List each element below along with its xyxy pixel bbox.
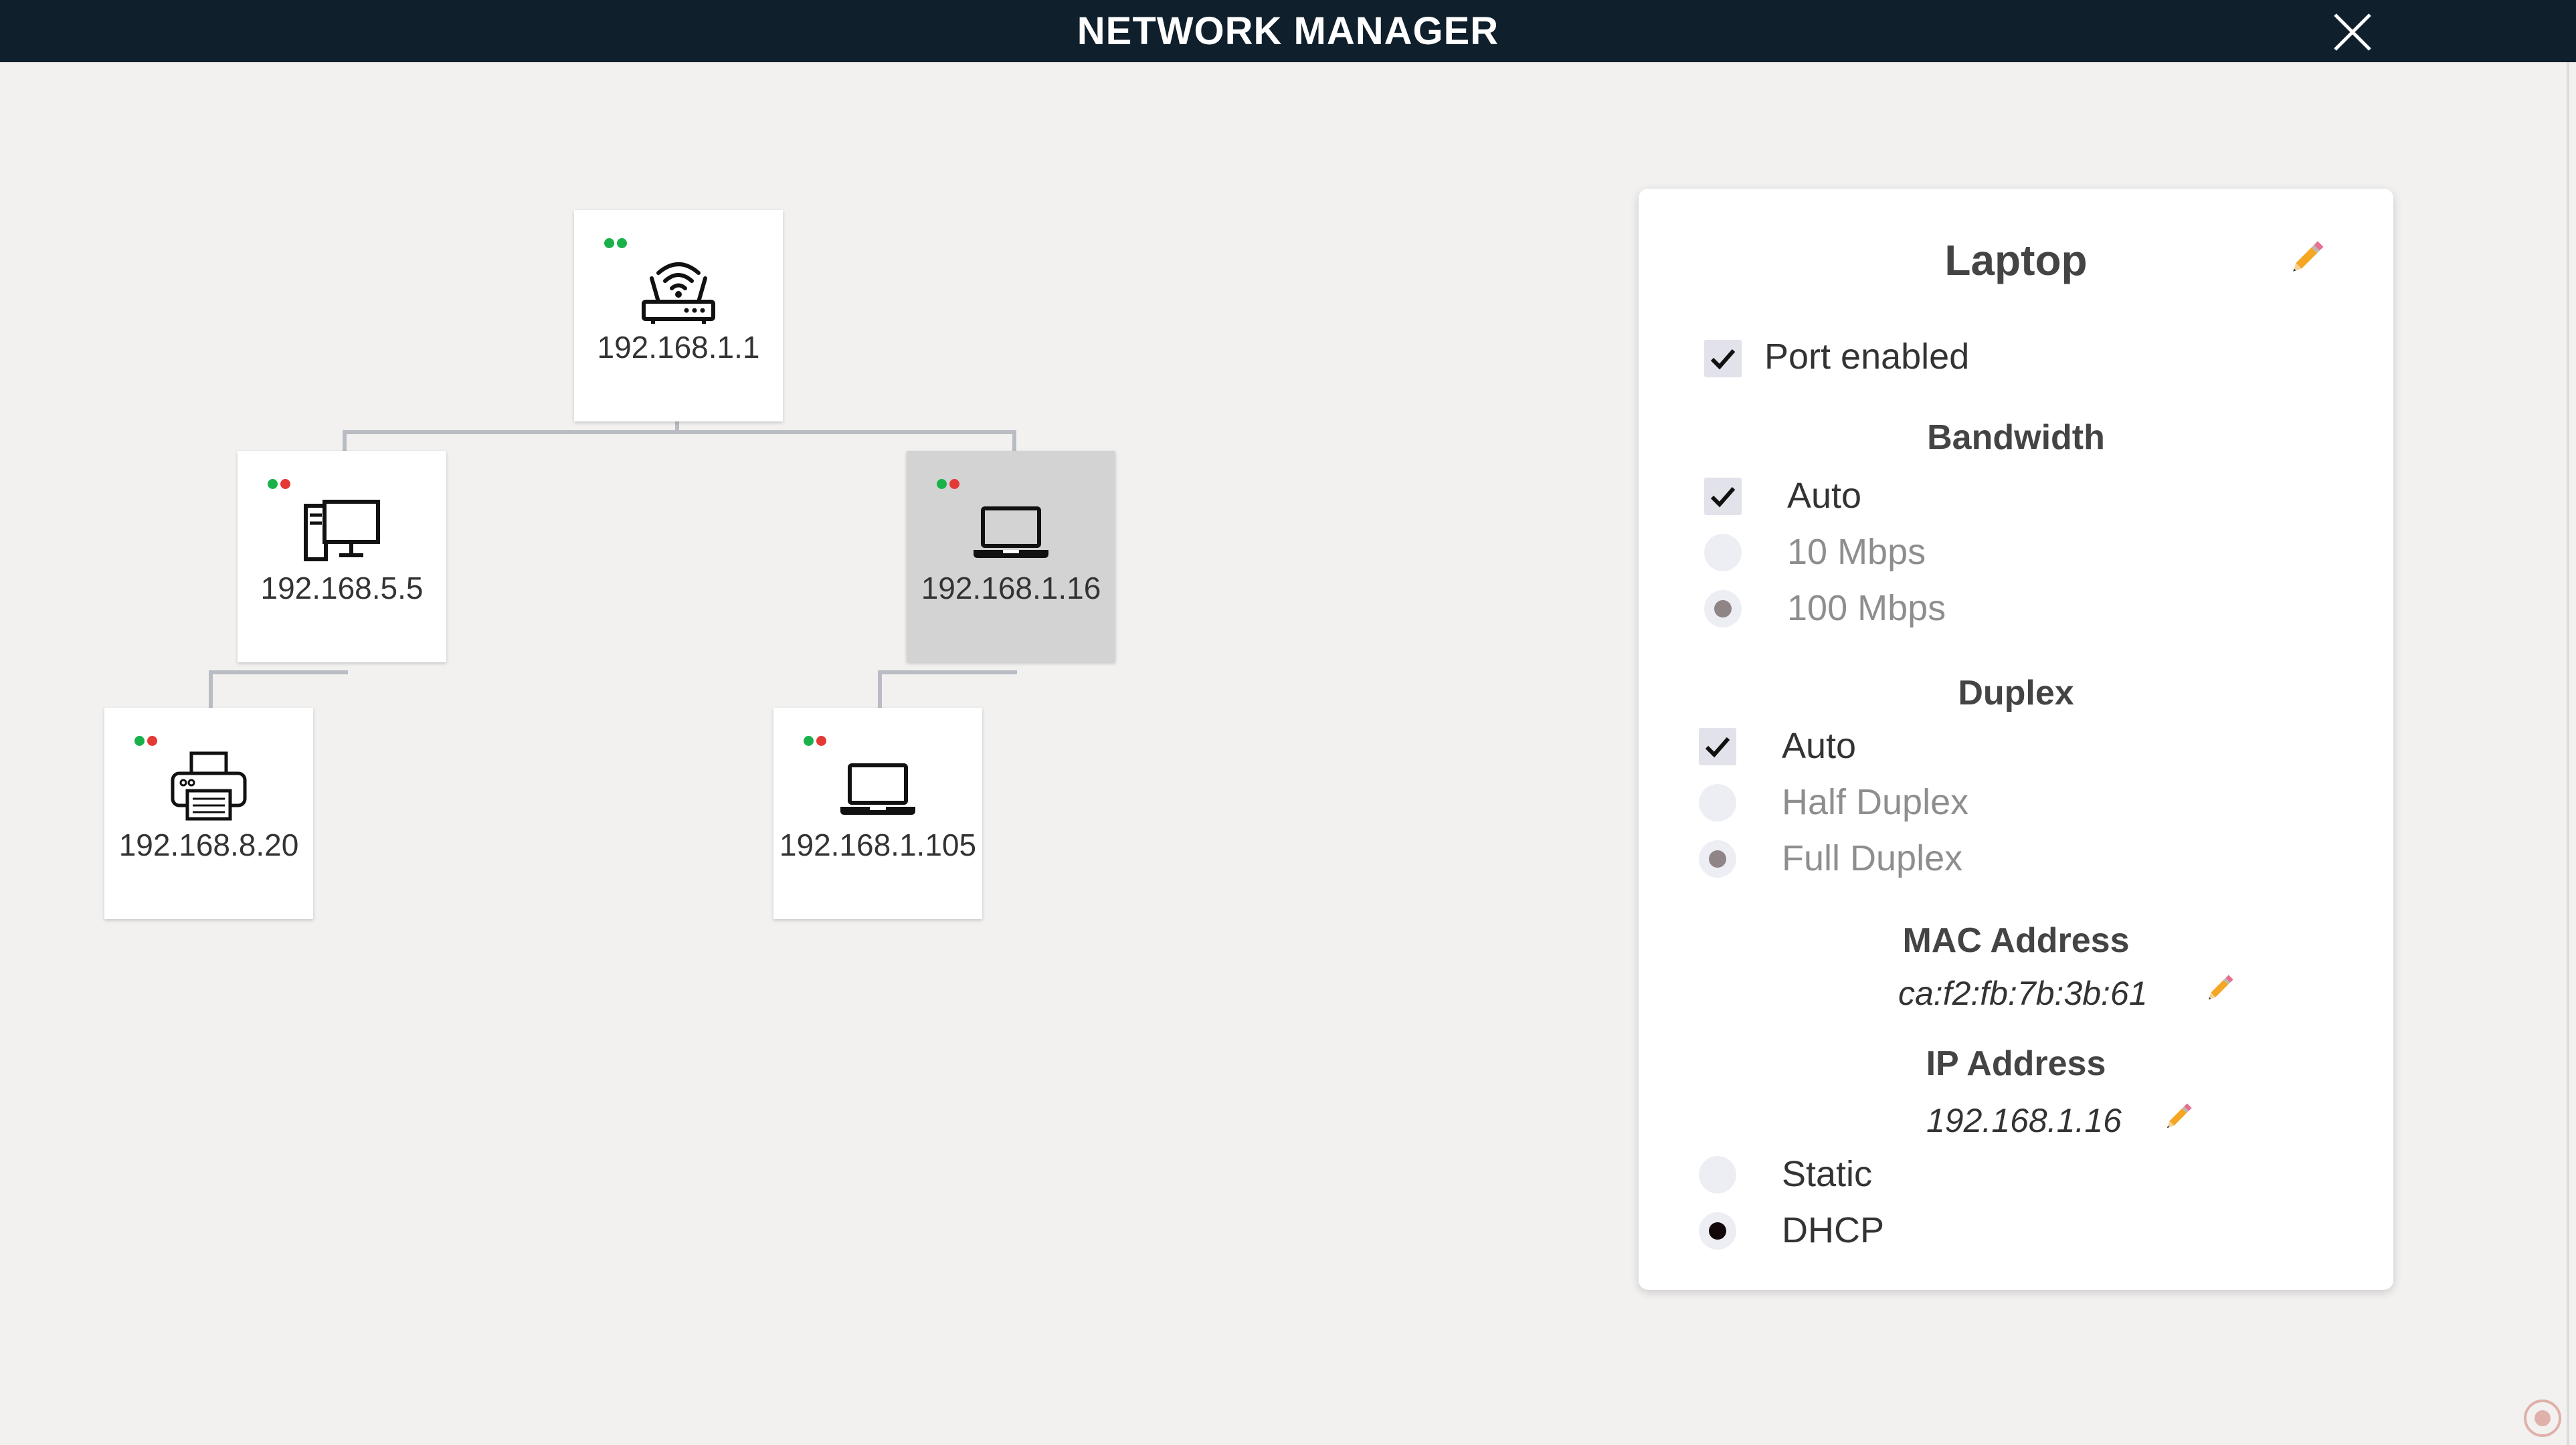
node-ip-label: 192.168.5.5 bbox=[260, 571, 424, 605]
half-duplex-label: Half Duplex bbox=[1782, 782, 1969, 822]
tree-connector bbox=[209, 670, 348, 674]
checkmark-icon bbox=[1705, 737, 1730, 758]
pencil-icon bbox=[2293, 241, 2324, 272]
ip-address-heading: IP Address bbox=[1926, 1044, 2106, 1083]
status-indicator bbox=[134, 736, 160, 747]
node-ip-label: 192.168.1.1 bbox=[597, 330, 760, 365]
pencil-icon bbox=[2167, 1103, 2192, 1129]
status-indicator bbox=[604, 238, 630, 249]
tree-connector bbox=[878, 670, 882, 708]
node-ip-label: 192.168.1.16 bbox=[921, 571, 1101, 605]
duplex-heading: Duplex bbox=[1958, 674, 2074, 712]
desktop-computer-icon bbox=[304, 500, 380, 561]
window-title: NETWORK MANAGER bbox=[1077, 9, 1499, 53]
edit-name-button[interactable] bbox=[2285, 237, 2328, 280]
tree-connector bbox=[343, 430, 347, 451]
node-ip-label: 192.168.1.105 bbox=[779, 828, 977, 862]
half-duplex-radio[interactable] bbox=[1699, 784, 1736, 822]
ip-dhcp-radio[interactable] bbox=[1699, 1212, 1736, 1250]
network-node-desktop[interactable]: 192.168.5.5 bbox=[238, 451, 446, 662]
network-node-laptop[interactable]: 192.168.1.16 bbox=[907, 451, 1115, 662]
tree-connector bbox=[878, 670, 1017, 674]
radio-dot bbox=[1714, 600, 1732, 617]
printer-icon bbox=[171, 751, 247, 821]
bandwidth-100-radio[interactable] bbox=[1704, 590, 1742, 628]
node-ip-label: 192.168.8.20 bbox=[118, 828, 299, 862]
full-duplex-label: Full Duplex bbox=[1782, 838, 1963, 878]
status-indicator bbox=[268, 479, 293, 490]
duplex-auto-checkbox[interactable] bbox=[1699, 728, 1736, 765]
edit-mac-button[interactable] bbox=[2202, 971, 2237, 1006]
radio-dot bbox=[1709, 1222, 1726, 1240]
edit-ip-button[interactable] bbox=[2160, 1100, 2195, 1135]
network-node-router[interactable]: 192.168.1.1 bbox=[574, 210, 783, 421]
title-bar: NETWORK MANAGER bbox=[0, 0, 2576, 62]
port-enabled-label: Port enabled bbox=[1764, 336, 1970, 377]
bandwidth-auto-checkbox[interactable] bbox=[1704, 478, 1742, 515]
panel-title: Laptop bbox=[1944, 236, 2088, 284]
network-node-laptop-2[interactable]: 192.168.1.105 bbox=[773, 708, 982, 919]
window-edge bbox=[2567, 62, 2569, 1445]
bandwidth-heading: Bandwidth bbox=[1927, 418, 2105, 457]
close-button[interactable] bbox=[2332, 12, 2373, 52]
radio-dot bbox=[1709, 850, 1726, 868]
wifi-router-icon bbox=[642, 262, 715, 324]
checkmark-icon bbox=[1710, 487, 1736, 508]
ip-static-label: Static bbox=[1782, 1154, 1873, 1194]
ip-dhcp-label: DHCP bbox=[1782, 1210, 1885, 1250]
tree-connector bbox=[343, 430, 1016, 434]
mac-address-heading: MAC Address bbox=[1902, 921, 2130, 960]
close-icon bbox=[2334, 13, 2371, 51]
tree-connector bbox=[209, 670, 213, 708]
duplex-auto-label: Auto bbox=[1782, 726, 1857, 766]
bandwidth-10-radio[interactable] bbox=[1704, 534, 1742, 571]
corner-badge-icon bbox=[2522, 1398, 2563, 1438]
device-details-panel: Laptop Port enabled Bandwidth Auto 10 Mb… bbox=[1639, 189, 2393, 1290]
checkmark-icon bbox=[1710, 349, 1736, 370]
tree-connector bbox=[1012, 430, 1016, 451]
bandwidth-10-label: 10 Mbps bbox=[1787, 532, 1926, 572]
ip-static-radio[interactable] bbox=[1699, 1156, 1736, 1193]
ip-address-value: 192.168.1.16 bbox=[1926, 1102, 2122, 1139]
full-duplex-radio[interactable] bbox=[1699, 840, 1736, 878]
network-node-printer[interactable]: 192.168.8.20 bbox=[104, 708, 313, 919]
mac-address-value: ca:f2:fb:7b:3b:61 bbox=[1898, 975, 2148, 1012]
pencil-icon bbox=[2208, 975, 2233, 1000]
laptop-icon bbox=[840, 763, 915, 815]
tree-connector bbox=[675, 421, 679, 434]
status-indicator bbox=[804, 736, 829, 747]
laptop-icon bbox=[974, 506, 1048, 558]
status-indicator bbox=[937, 479, 962, 490]
bandwidth-auto-label: Auto bbox=[1787, 476, 1862, 516]
port-enabled-checkbox[interactable] bbox=[1704, 340, 1742, 377]
bandwidth-100-label: 100 Mbps bbox=[1787, 588, 1946, 628]
